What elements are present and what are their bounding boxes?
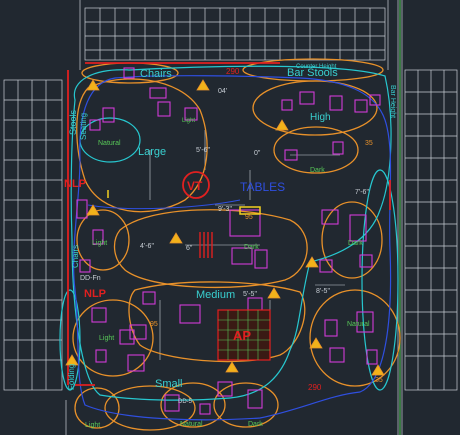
furniture-magenta	[76, 67, 381, 415]
zone-dark-right-outline	[321, 201, 383, 279]
zone-dark-bottom-outline	[213, 382, 279, 428]
zone-dark-center-outline	[113, 209, 308, 289]
num-35: 35	[375, 377, 383, 384]
label-chairs-left: Chairs	[71, 245, 80, 268]
marker-vt: VT	[187, 179, 203, 193]
dim-04: 04'	[218, 88, 227, 95]
label-natural-topleft: Natural	[98, 140, 121, 147]
circulation-path	[73, 75, 392, 421]
label-tables: TABLES	[240, 180, 285, 194]
label-bar-stools: Bar Stools	[287, 67, 338, 79]
zone-light-corner-outline	[74, 387, 120, 429]
dim-4-6: 4'-6"	[140, 243, 154, 250]
marker-ap: AP	[233, 328, 251, 343]
label-high: High	[310, 112, 331, 123]
red-accents	[67, 62, 391, 386]
label-counter-height: Counter Height	[296, 64, 337, 70]
zone-light-bottom-left-outline	[72, 299, 154, 377]
dim-8-5: 8'-5"	[316, 288, 330, 295]
marker-dd-5: DD-5	[178, 399, 193, 405]
num-35-b: 35	[365, 140, 373, 147]
label-chairs: Chairs	[140, 68, 172, 80]
num-290-bottom: 290	[308, 383, 322, 392]
marker-dd-fn: DD-Fn	[80, 275, 101, 282]
label-dark-bottom: Dark	[248, 421, 263, 428]
zone-large-outline	[76, 78, 208, 213]
dim-0: 0"	[254, 150, 261, 157]
label-light-corner: Light	[85, 422, 100, 429]
label-dark-topright: Dark	[310, 167, 325, 174]
sign-markers	[65, 79, 385, 376]
dim-7-6: 7'-6"	[355, 189, 369, 196]
label-dark-center: Dark	[244, 244, 259, 251]
label-light-left: Light	[92, 240, 107, 247]
label-light-small-top: Light	[182, 118, 195, 124]
zone-left-column-cyan	[59, 289, 81, 391]
label-natural-bottom: Natural	[180, 421, 203, 428]
label-dark-right: Dark	[348, 240, 363, 247]
zone-light-left-outline	[76, 209, 130, 271]
label-seating: Seating	[79, 113, 88, 140]
center-rack	[199, 232, 213, 258]
zone-outlines-orange	[72, 58, 401, 431]
dim-5-6: 5'-6"	[196, 147, 210, 154]
zone-dark-topright-outline	[273, 126, 359, 174]
label-light-bottomleft: Light	[99, 335, 114, 342]
ap-display	[217, 309, 271, 361]
zone-small-bottom-outline	[104, 385, 196, 431]
marker-nlp: NLP	[64, 178, 86, 190]
interior-linework	[149, 130, 345, 360]
label-natural-right: Natural	[347, 321, 370, 328]
zone-natural-right-outline	[309, 289, 401, 387]
dim-5-5: 5'-5"	[243, 291, 257, 298]
zone-high-outline	[252, 80, 378, 136]
dim-9-3: 9'-3"	[218, 206, 232, 213]
label-folding: Folding	[67, 364, 76, 390]
label-large: Large	[138, 146, 166, 158]
dim-6: 6"	[186, 245, 193, 252]
zone-medium-outline	[128, 281, 306, 363]
marker-nlp-lower: NLP	[84, 288, 106, 300]
label-small: Small	[155, 378, 183, 390]
label-bar-height: Bar Height	[389, 85, 396, 118]
label-medium: Medium	[196, 289, 235, 301]
label-stools: Stools	[68, 109, 78, 135]
num-95-b: 95	[245, 214, 253, 221]
num-95-a: 95	[150, 321, 158, 328]
zone-natural-bottom-outline	[160, 382, 226, 428]
perimeter-shelving	[3, 0, 458, 435]
yellow-accents	[107, 190, 261, 215]
circulation-path-inner	[87, 199, 241, 210]
num-290-top: 290	[226, 67, 240, 76]
zone-right-column-cyan	[361, 169, 399, 391]
